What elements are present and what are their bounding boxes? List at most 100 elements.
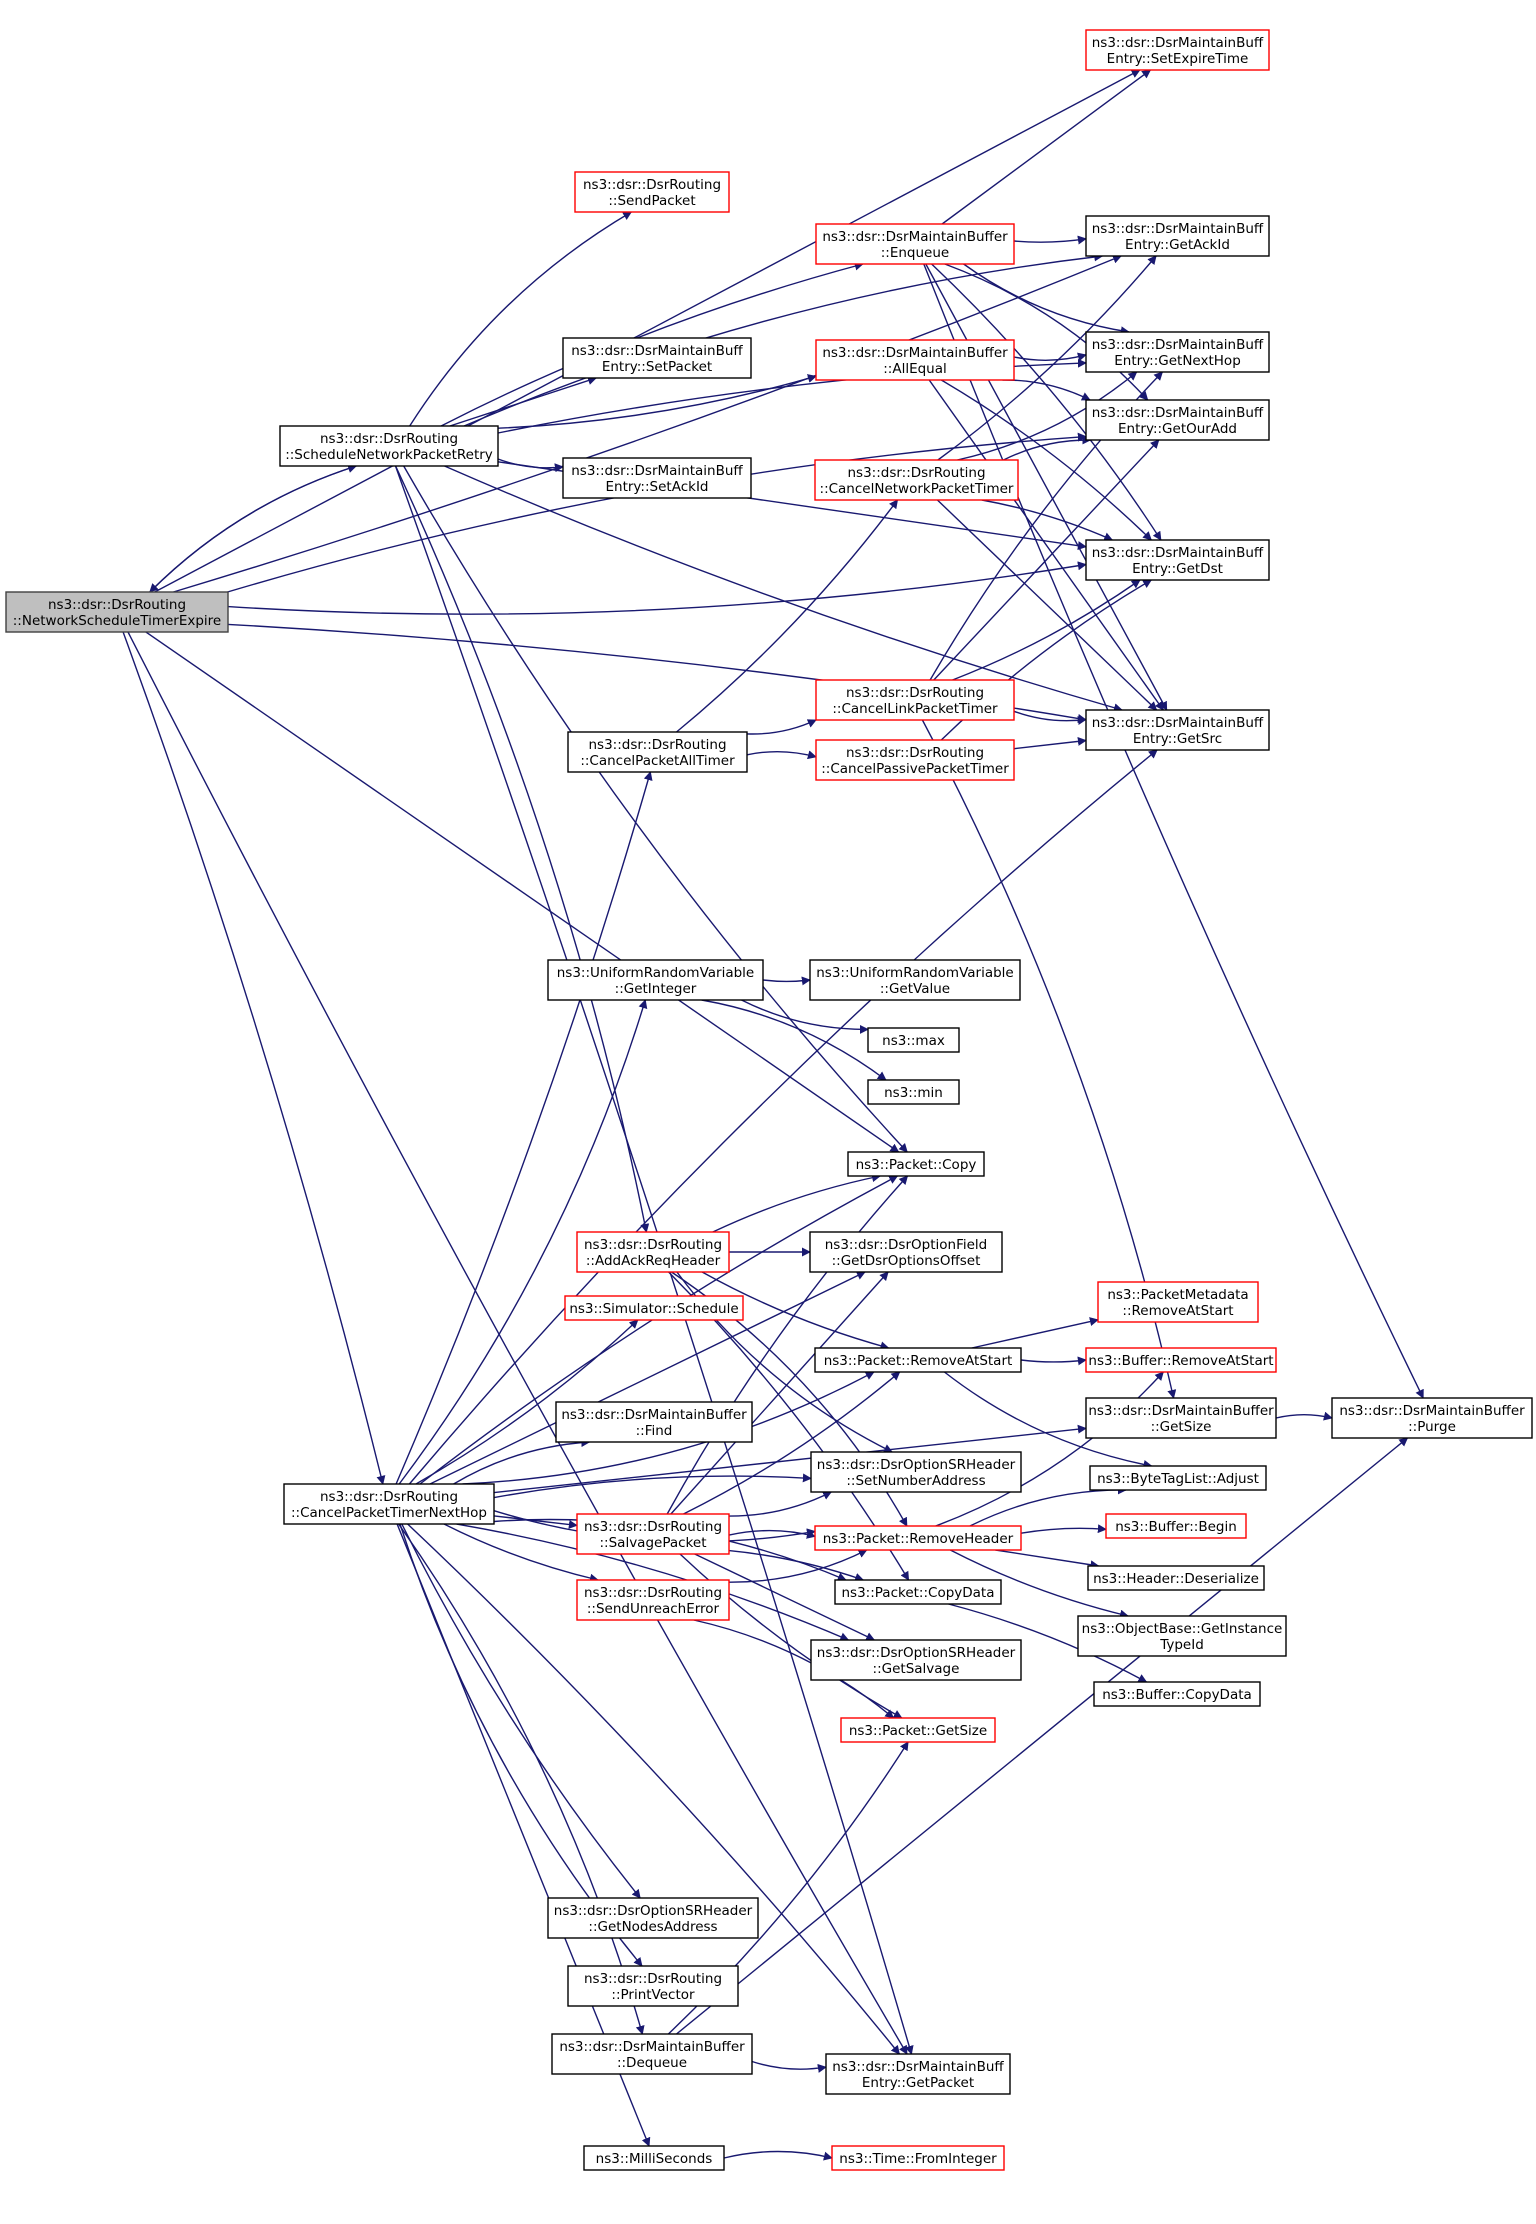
edge-cptnh-to-salvage (493, 1515, 578, 1529)
node-box (1085, 29, 1270, 71)
node-bremstart[interactable]: ns3::Buffer::RemoveAtStart (1085, 1347, 1277, 1373)
node-millis[interactable]: ns3::MilliSeconds (583, 2145, 725, 2171)
node-pmremstart[interactable]: ns3::PacketMetadata::RemoveAtStart (1097, 1281, 1259, 1323)
node-cpat[interactable]: ns3::dsr::DsrRouting::CancelPacketAllTim… (567, 731, 748, 773)
node-label-line: ns3::dsr::DsrRouting (583, 177, 721, 193)
node-addack[interactable]: ns3::dsr::DsrRouting::AddAckReqHeader (576, 1231, 730, 1273)
node-sendunreach[interactable]: ns3::dsr::DsrRouting::SendUnreachError (576, 1579, 730, 1621)
edge-salvage-to-pgetsize (679, 1553, 903, 1719)
node-label-line: ::CancelPassivePacketTimer (821, 761, 1009, 777)
node-box (847, 1151, 985, 1177)
edge-snpr-to-pcopy (403, 465, 908, 1153)
node-box (1085, 399, 1270, 441)
node-pcopydata[interactable]: ns3::Packet::CopyData (834, 1579, 1002, 1605)
node-clpt[interactable]: ns3::dsr::DsrRouting::CancelLinkPacketTi… (815, 679, 1015, 721)
node-label-line: ::NetworkScheduleTimerExpire (13, 613, 222, 629)
edge-cptnh-to-urvgetint (398, 999, 648, 1485)
edge-cptnh-to-getsalvage (456, 1523, 850, 1641)
node-find[interactable]: ns3::dsr::DsrMaintainBuffer::Find (555, 1401, 753, 1443)
node-setpacket[interactable]: ns3::dsr::DsrMaintainBuffEntry::SetPacke… (562, 337, 752, 379)
node-cptnh[interactable]: ns3::dsr::DsrRouting::CancelPacketTimerN… (283, 1483, 495, 1525)
node-label-line: ns3::ByteTagList::Adjust (1097, 1471, 1259, 1487)
edge-cptnh-to-getpacket (407, 1523, 900, 2055)
node-premstart[interactable]: ns3::Packet::RemoveAtStart (814, 1347, 1022, 1373)
node-label-line: ns3::dsr::DsrMaintainBuff (1092, 405, 1264, 421)
node-getouradd[interactable]: ns3::dsr::DsrMaintainBuffEntry::GetOurAd… (1085, 399, 1270, 441)
node-cnpt[interactable]: ns3::dsr::DsrRouting::CancelNetworkPacke… (814, 459, 1019, 501)
edge-root-to-snpr (149, 464, 358, 593)
node-label-line: ns3::dsr::DsrOptionSRHeader (817, 1645, 1016, 1661)
node-mbgetsize[interactable]: ns3::dsr::DsrMaintainBuffer::GetSize (1085, 1397, 1277, 1439)
node-cppt[interactable]: ns3::dsr::DsrRouting::CancelPassivePacke… (815, 739, 1015, 781)
edge-premhdr-to-bbegin (1020, 1524, 1107, 1534)
node-pcopy[interactable]: ns3::Packet::Copy (847, 1151, 985, 1177)
edge-root-to-pcopy (145, 631, 900, 1153)
node-label-line: ::SetNumberAddress (846, 1473, 985, 1489)
node-box (815, 223, 1015, 265)
node-purge[interactable]: ns3::dsr::DsrMaintainBuffer::Purge (1331, 1397, 1533, 1439)
node-bcopydata[interactable]: ns3::Buffer::CopyData (1093, 1681, 1261, 1707)
node-max[interactable]: ns3::max (867, 1027, 960, 1053)
edge-premstart-to-btladjust (943, 1371, 1153, 1469)
node-box (574, 171, 730, 213)
node-salvage[interactable]: ns3::dsr::DsrRouting::SalvagePacket (576, 1513, 730, 1555)
node-printvec[interactable]: ns3::dsr::DsrRouting::PrintVector (567, 1965, 739, 2007)
node-urvgetval[interactable]: ns3::UniformRandomVariable::GetValue (809, 959, 1021, 1001)
edge-addack-to-pcopy (712, 1173, 881, 1233)
edge-salvage-to-getsalvage (694, 1553, 876, 1641)
node-btladjust[interactable]: ns3::ByteTagList::Adjust (1089, 1465, 1267, 1491)
node-sendpkt[interactable]: ns3::dsr::DsrRouting::SendPacket (574, 171, 730, 213)
node-label-line: ns3::dsr::DsrMaintainBuff (571, 343, 743, 359)
node-label-line: ns3::Packet::CopyData (841, 1585, 994, 1601)
node-premhdr[interactable]: ns3::Packet::RemoveHeader (814, 1525, 1022, 1551)
node-label-line: ::Enqueue (881, 245, 949, 261)
node-min[interactable]: ns3::min (867, 1079, 960, 1105)
node-box (1331, 1397, 1533, 1439)
node-box (867, 1079, 960, 1105)
node-fromint[interactable]: ns3::Time::FromInteger (831, 2145, 1005, 2171)
edge-enqueue-to-getdst (931, 263, 1162, 541)
node-simsched[interactable]: ns3::Simulator::Schedule (564, 1295, 744, 1321)
edge-cptnh-to-getsrc (408, 749, 1158, 1485)
node-setexpire[interactable]: ns3::dsr::DsrMaintainBuffEntry::SetExpir… (1085, 29, 1270, 71)
node-box (814, 459, 1019, 501)
edge-cptnh-to-setnumaddr (493, 1473, 812, 1499)
node-getsalvage[interactable]: ns3::dsr::DsrOptionSRHeader::GetSalvage (810, 1639, 1022, 1681)
edge-salvage-to-pcopy (666, 1175, 909, 1515)
node-box (825, 2053, 1011, 2095)
node-setnumaddr[interactable]: ns3::dsr::DsrOptionSRHeader::SetNumberAd… (810, 1451, 1022, 1493)
node-label-line: Entry::SetAckId (606, 479, 709, 495)
node-label-line: ns3::UniformRandomVariable (816, 965, 1014, 981)
node-snpr[interactable]: ns3::dsr::DsrRouting::ScheduleNetworkPac… (279, 425, 499, 467)
node-allequal[interactable]: ns3::dsr::DsrMaintainBuffer::AllEqual (815, 339, 1015, 381)
node-box (547, 959, 764, 1001)
node-label-line: ns3::Header::Deserialize (1093, 1571, 1259, 1587)
node-getnexthop[interactable]: ns3::dsr::DsrMaintainBuffEntry::GetNextH… (1085, 331, 1270, 373)
node-label-line: ns3::dsr::DsrMaintainBuff (1092, 221, 1264, 237)
node-label-line: ::CancelNetworkPacketTimer (820, 481, 1014, 497)
node-bbegin[interactable]: ns3::Buffer::Begin (1105, 1513, 1247, 1539)
node-enqueue[interactable]: ns3::dsr::DsrMaintainBuffer::Enqueue (815, 223, 1015, 265)
node-getpacket[interactable]: ns3::dsr::DsrMaintainBuffEntry::GetPacke… (825, 2053, 1011, 2095)
node-dequeue[interactable]: ns3::dsr::DsrMaintainBuffer::Dequeue (551, 2033, 753, 2075)
node-pgetsize[interactable]: ns3::Packet::GetSize (840, 1717, 996, 1743)
node-box (576, 1579, 730, 1621)
edge-allequal-to-getnexthop (1013, 352, 1087, 362)
node-root[interactable]: ns3::dsr::DsrRouting::NetworkScheduleTim… (5, 591, 229, 633)
node-box (1097, 1281, 1259, 1323)
node-box (834, 1579, 1002, 1605)
edge-allequal-to-getsrc (928, 379, 1164, 711)
node-urvgetint[interactable]: ns3::UniformRandomVariable::GetInteger (547, 959, 764, 1001)
node-box (809, 1231, 1003, 1273)
node-getdsroff[interactable]: ns3::dsr::DsrOptionField::GetDsrOptionsO… (809, 1231, 1003, 1273)
node-label-line: TypeId (1159, 1637, 1204, 1653)
node-label-line: ::ScheduleNetworkPacketRetry (285, 447, 493, 463)
node-hdeser[interactable]: ns3::Header::Deserialize (1087, 1565, 1265, 1591)
node-label-line: ns3::dsr::DsrMaintainBuff (1092, 337, 1264, 353)
node-getnodesaddr[interactable]: ns3::dsr::DsrOptionSRHeader::GetNodesAdd… (547, 1897, 759, 1939)
